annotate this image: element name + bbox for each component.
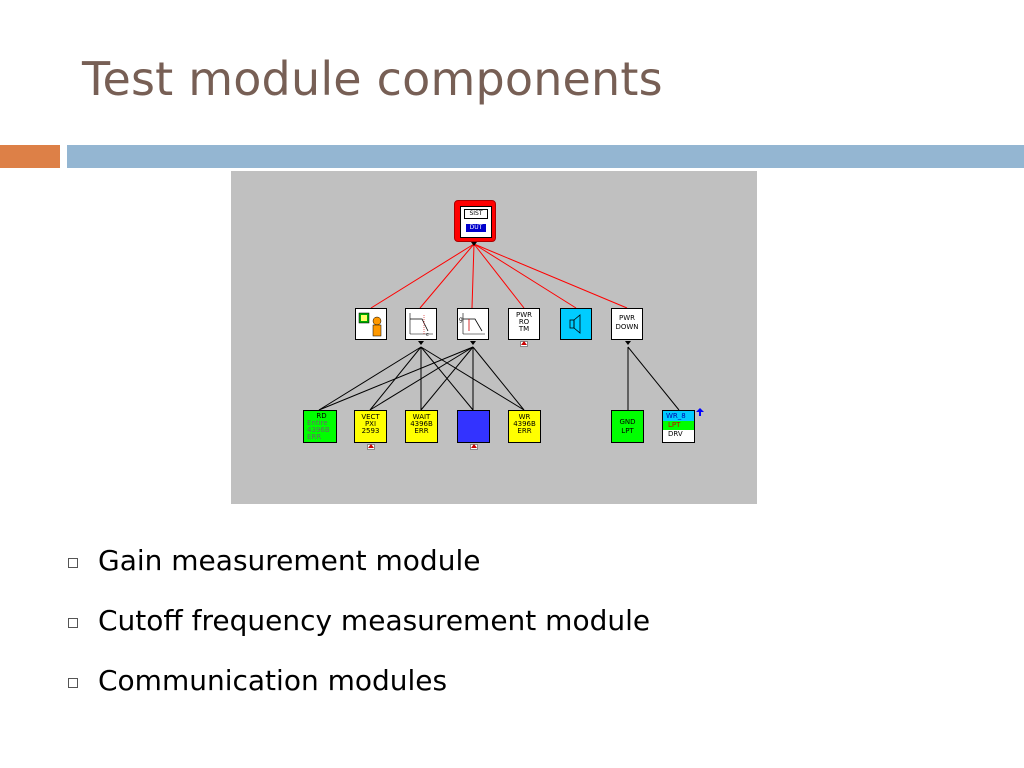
root-link [419,243,475,309]
root-link [473,243,577,309]
vect-pxi-node[interactable]: VECT PXI 2593 [354,410,387,443]
root-link [471,243,475,309]
blue-module-node[interactable] [457,410,490,443]
pwr-ro-tm-node[interactable]: PWR RO TM [508,308,540,340]
gain-graph-icon [462,313,485,335]
user-icon [358,312,382,337]
wait-line: ERR [414,427,429,435]
pwr-down-line: DOWN [615,323,639,331]
child-link [472,346,525,411]
pwr-down-line: PWR [618,314,635,322]
lowpass-graph-icon [409,313,433,335]
wr-line: 4396B [513,420,536,428]
speaker-module-node[interactable] [560,308,592,340]
root-expand-arrow[interactable] [471,242,477,246]
gain-module-node[interactable]: g [457,308,489,340]
vect-line: 2593 [361,427,380,435]
child-link [369,346,474,411]
gnd-line: LPT [621,427,634,435]
rd-line: 4396B [307,426,330,434]
pwr-down-node[interactable]: PWR DOWN [611,308,643,340]
up-marker-icon [521,341,527,345]
bullet-square-icon [68,558,78,568]
rd-line: ERR [307,433,322,441]
gain-axis-label: g [459,316,463,323]
wait-node[interactable]: WAIT 4396B ERR [405,410,438,443]
lowpass-module-node[interactable]: c [405,308,437,340]
up-arrow-icon [696,408,704,416]
root-link [473,243,628,309]
slide-title: Test module components [82,52,663,106]
vect-line: PXI [364,420,377,428]
root-top-label: SIST [464,209,488,219]
child-link [318,346,422,411]
up-marker-icon [471,444,477,448]
root-link [370,243,475,309]
wr-line: WR [518,413,531,421]
child-link [420,346,474,411]
wait-line: WAIT [412,413,431,421]
vect-line: VECT [361,413,380,421]
user-module-node[interactable] [355,308,387,340]
lpt-line: LPT [663,421,694,430]
wr-node[interactable]: WR 4396B ERR [508,410,541,443]
bullet-text: Cutoff frequency measurement module [98,604,651,637]
child-link [627,346,680,411]
bullet-text: Communication modules [98,664,448,697]
bullet-square-icon [68,678,78,688]
root-node-sist-dut[interactable]: SIST DUT [454,200,496,242]
expand-arrow[interactable] [418,341,424,345]
expand-arrow[interactable] [470,341,476,345]
accent-bar-orange [0,145,60,168]
pwr-ro-tm-line: TM [518,325,530,333]
pwr-ro-tm-line: RO [518,318,530,326]
drv-line: DRV [668,430,683,438]
bullet-text: Gain measurement module [98,544,481,577]
wr-lpt-drv-node[interactable]: WR_8 LPT DRV [662,410,695,443]
diagram-links [318,243,680,411]
root-link [473,243,525,309]
wr8-line: WR_8 [663,411,694,421]
root-bottom-label: DUT [466,224,486,232]
child-link [318,346,474,411]
speaker-icon [569,314,581,334]
bullet-square-icon [68,618,78,628]
gnd-line: GND [619,418,636,426]
accent-bar-blue [67,145,1024,168]
rd-line: Entire [307,419,328,427]
rd-entire-node[interactable]: RD Entire 4396B ERR [303,410,337,443]
expand-arrow[interactable] [625,341,631,345]
rd-line: RD [316,412,327,420]
module-tree-diagram: SIST DUT c g PWR RO T [231,171,757,504]
pwr-ro-tm-line: PWR [515,311,532,319]
wait-line: 4396B [410,420,433,428]
lowpass-axis-label: c [426,332,429,338]
wr-line: ERR [517,427,532,435]
up-marker-icon [368,444,374,448]
gnd-lpt-node[interactable]: GND LPT [611,410,644,443]
